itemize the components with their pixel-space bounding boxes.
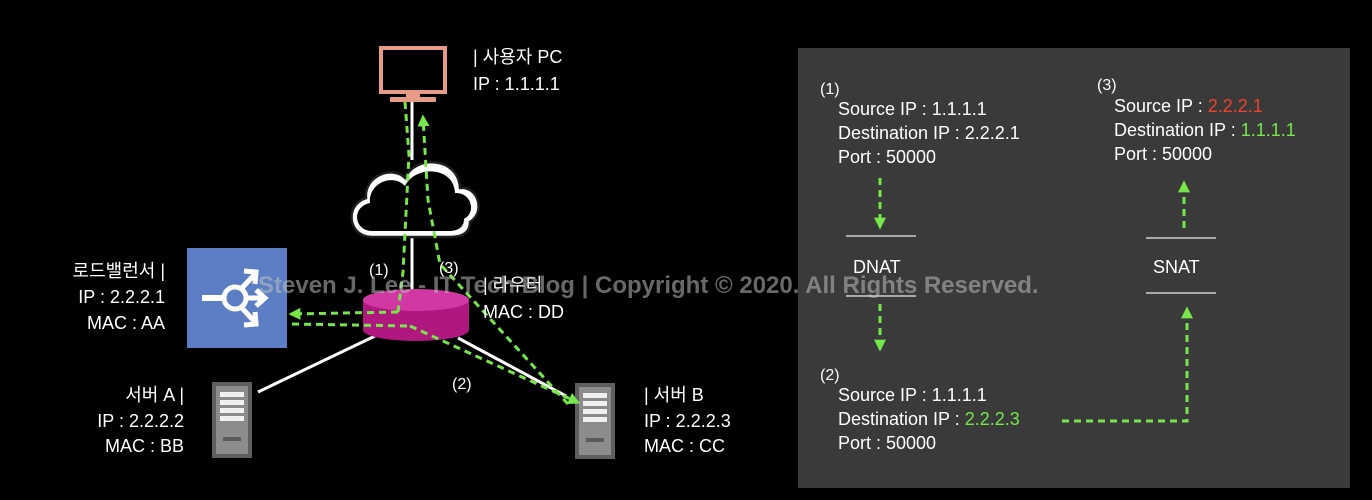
monitor-icon: [379, 46, 447, 102]
server-b-ip: IP : 2.2.2.3: [644, 411, 731, 431]
server-a-title: 서버 A |: [125, 385, 184, 405]
nat-step2-destination: Destination IP : 2.2.2.3: [838, 409, 1020, 429]
nat-step3-number: (3): [1097, 77, 1117, 94]
nat-step3-source: Source IP : 2.2.2.1: [1114, 96, 1263, 116]
server-a-mac: MAC : BB: [104, 436, 184, 456]
flow-lb-to-router: [291, 322, 411, 328]
pc-title: | 사용자 PC: [473, 47, 563, 67]
nat-step1-port: Port : 50000: [838, 147, 937, 167]
server-icon: [212, 382, 252, 458]
lb-title: 로드밸런서 |: [72, 261, 165, 281]
nat-step1-number: (1): [820, 81, 840, 98]
nat-panel-graphics: [798, 48, 1350, 488]
flow-router-to-server-b: [409, 324, 581, 404]
lb-mac: MAC : AA: [86, 313, 165, 333]
nat-step3-port: Port : 50000: [1114, 144, 1213, 164]
load-balancer-icon: [187, 248, 287, 348]
cloud-icon: [350, 160, 480, 239]
nat-step2-source: Source IP : 1.1.1.1: [838, 385, 987, 405]
nat-step1-destination: Destination IP : 2.2.2.1: [838, 123, 1020, 143]
server-b-title: | 서버 B: [644, 385, 704, 405]
server-b-mac: MAC : CC: [644, 436, 725, 456]
nat-step3-destination: Destination IP : 1.1.1.1: [1114, 120, 1296, 140]
flow-pc-to-router: [396, 101, 411, 313]
router-title: | 라우터: [483, 275, 543, 295]
nat-step3-source-value: 2.2.2.1: [1207, 96, 1263, 116]
flow-label-2: (2): [452, 376, 472, 393]
nat-step2-number: (2): [820, 367, 840, 384]
link-router-server-a: [257, 334, 376, 394]
flow-server-b-to-router: [417, 114, 570, 406]
lb-ip: IP : 2.2.2.1: [78, 287, 165, 307]
router-mac: MAC : DD: [483, 302, 564, 322]
flow-label-3: (3): [439, 260, 459, 277]
flow-router-to-lb: [288, 307, 399, 320]
nat-step2-destination-value: 2.2.2.3: [964, 409, 1020, 429]
arrow-step2-to-snat: [1062, 306, 1193, 423]
nat-step3-destination-value: 1.1.1.1: [1240, 120, 1296, 140]
snat-label: SNAT: [1153, 257, 1200, 277]
server-icon: [575, 383, 615, 459]
nat-step2-port: Port : 50000: [838, 433, 937, 453]
server-a-ip: IP : 2.2.2.2: [97, 411, 184, 431]
dnat-label: DNAT: [853, 257, 901, 277]
router-icon: [363, 289, 469, 341]
pc-ip: IP : 1.1.1.1: [473, 74, 560, 94]
nat-step1-source: Source IP : 1.1.1.1: [838, 99, 987, 119]
link-router-server-b: [457, 336, 567, 398]
flow-label-1: (1): [369, 262, 389, 279]
